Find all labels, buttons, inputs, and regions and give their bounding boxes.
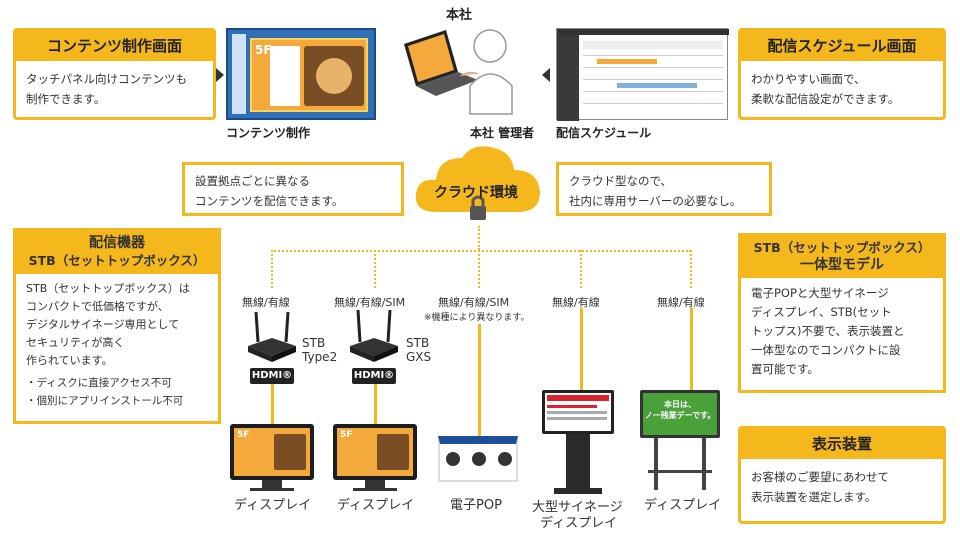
connection-label-2: 無線/有線/SIM xyxy=(334,296,406,309)
display-device-panel: 表示装置 お客様のご要望にあわせて 表示装置を選定します。 xyxy=(738,426,946,524)
integrated-title-1: STB（セットトップボックス） xyxy=(753,240,931,255)
admin-caption: 本社 管理者 xyxy=(470,126,535,140)
content-creation-line-2: 制作できます。 xyxy=(26,92,106,106)
content-creation-callout: コンテンツ制作画面 タッチパネル向けコンテンツも 制作できます。 xyxy=(13,28,216,120)
schedule-line-1: わかりやすい画面で、 xyxy=(751,72,866,86)
display-device-title: 表示装置 xyxy=(741,429,943,459)
stb-panel-line-3: デジタルサイネージ専用として xyxy=(26,318,180,331)
integrated-panel: STB（セットトップボックス） 一体型モデル 電子POPと大型サイネージ ディス… xyxy=(738,233,946,393)
hdmi-badge-1: HDMI® xyxy=(250,368,294,384)
integrated-line-3: トップス)不要で、表示装置と xyxy=(751,324,905,338)
schedule-title: 配信スケジュール画面 xyxy=(741,31,943,61)
cloud-connector xyxy=(478,226,480,250)
stb-gxs-device xyxy=(350,309,398,362)
electronic-pop xyxy=(438,436,518,482)
display-1-floor: 5F xyxy=(237,430,250,440)
schedule-callout: 配信スケジュール画面 わかりやすい画面で、 柔軟な配信設定ができます。 xyxy=(738,28,946,120)
admin-laptop-illustration xyxy=(404,29,513,115)
hdmi-badge-2: HDMI® xyxy=(352,368,396,384)
display-1-label: ディスプレイ xyxy=(234,498,312,513)
floor-label: 5F xyxy=(255,43,272,57)
arrow-left-icon xyxy=(542,68,550,82)
connection-label-1: 無線/有線 xyxy=(242,296,290,309)
display-2: 5F xyxy=(333,424,417,480)
cloud-right-note: クラウド型なので、 社内に専用サーバーの必要なし。 xyxy=(556,162,772,216)
display-1: 5F xyxy=(230,424,314,480)
content-creation-title: コンテンツ制作画面 xyxy=(16,31,213,61)
display-2-label: ディスプレイ xyxy=(337,498,415,513)
cloud-right-line-2: 社内に専用サーバーの必要なし。 xyxy=(569,194,742,208)
display-device-line-1: お客様のご要望にあわせて xyxy=(751,470,889,484)
stb-panel: 配信機器 STB（セットトップボックス） STB（セットトップボックス）は コン… xyxy=(13,228,221,424)
content-editor-screenshot: 5F xyxy=(226,28,376,120)
stb-panel-line-2: コンパクトで低価格ですが、 xyxy=(26,300,169,313)
content-creation-line-1: タッチパネル向けコンテンツも xyxy=(26,72,187,86)
cloud-left-line-1: 設置拠点ごとに異なる xyxy=(195,174,310,188)
stb-panel-bullet-2: ・個別にアプリインストール不可 xyxy=(26,395,184,407)
schedule-line-2: 柔軟な配信設定ができます。 xyxy=(751,92,900,106)
board-line-2: ノー残業デーです。 xyxy=(644,411,716,420)
stb-panel-line-5: 作られています。 xyxy=(26,354,113,367)
display-2-floor: 5F xyxy=(340,430,353,440)
large-signage-label-1: 大型サイネージ xyxy=(532,500,623,515)
office-label: 本社 xyxy=(446,8,473,23)
large-signage-label-2: ディスプレイ xyxy=(540,516,618,531)
integrated-line-1: 電子POPと大型サイネージ xyxy=(751,286,889,300)
schedule-caption: 配信スケジュール xyxy=(556,126,652,140)
stb2-name-2: GXS xyxy=(406,350,432,364)
cloud-icon xyxy=(415,146,540,220)
cloud-right-line-1: クラウド型なので、 xyxy=(569,174,673,188)
cloud-left-note: 設置拠点ごとに異なる コンテンツを配信できます。 xyxy=(182,162,404,216)
display-5-label: ディスプレイ xyxy=(644,498,722,513)
connection-label-5: 無線/有線 xyxy=(657,296,705,309)
integrated-line-2: ディスプレイ、STB(セット xyxy=(751,305,892,319)
connection-note: ※機種により異なります。 xyxy=(424,313,530,323)
stb-panel-bullet-1: ・ディスクに直接アクセス不可 xyxy=(26,377,172,389)
stb-panel-line-4: セキュリティが高く xyxy=(26,336,125,349)
large-signage xyxy=(542,390,614,434)
stb-panel-title-1: 配信機器 xyxy=(89,235,145,251)
connection-label-4: 無線/有線 xyxy=(552,296,600,309)
stb1-name-2: Type2 xyxy=(302,350,338,364)
cloud-left-line-2: コンテンツを配信できます。 xyxy=(195,194,344,208)
stb-panel-title-2: STB（セットトップボックス） xyxy=(28,253,206,268)
stb2-name-1: STB xyxy=(406,336,430,350)
electronic-pop-label: 電子POP xyxy=(450,498,502,513)
arrow-right-icon xyxy=(216,68,224,82)
board-display: 本日は、 ノー残業デーです。 xyxy=(640,390,720,438)
stb1-name-1: STB xyxy=(302,336,326,350)
integrated-line-5: 置可能です。 xyxy=(751,362,819,376)
integrated-title-2: 一体型モデル xyxy=(800,257,884,273)
board-line-1: 本日は、 xyxy=(664,400,696,409)
connection-label-3: 無線/有線/SIM xyxy=(438,296,510,309)
display-device-line-2: 表示装置を選定します。 xyxy=(751,490,877,504)
schedule-screenshot xyxy=(556,28,729,121)
distribution-line xyxy=(271,250,691,252)
stb-panel-line-1: STB（セットトップボックス）は xyxy=(26,282,190,295)
stb-type2-device xyxy=(248,311,296,362)
content-creation-caption: コンテンツ制作 xyxy=(226,126,311,140)
integrated-line-4: 一体型なのでコンパクトに設 xyxy=(751,343,901,357)
cloud-label: クラウド環境 xyxy=(434,185,518,201)
